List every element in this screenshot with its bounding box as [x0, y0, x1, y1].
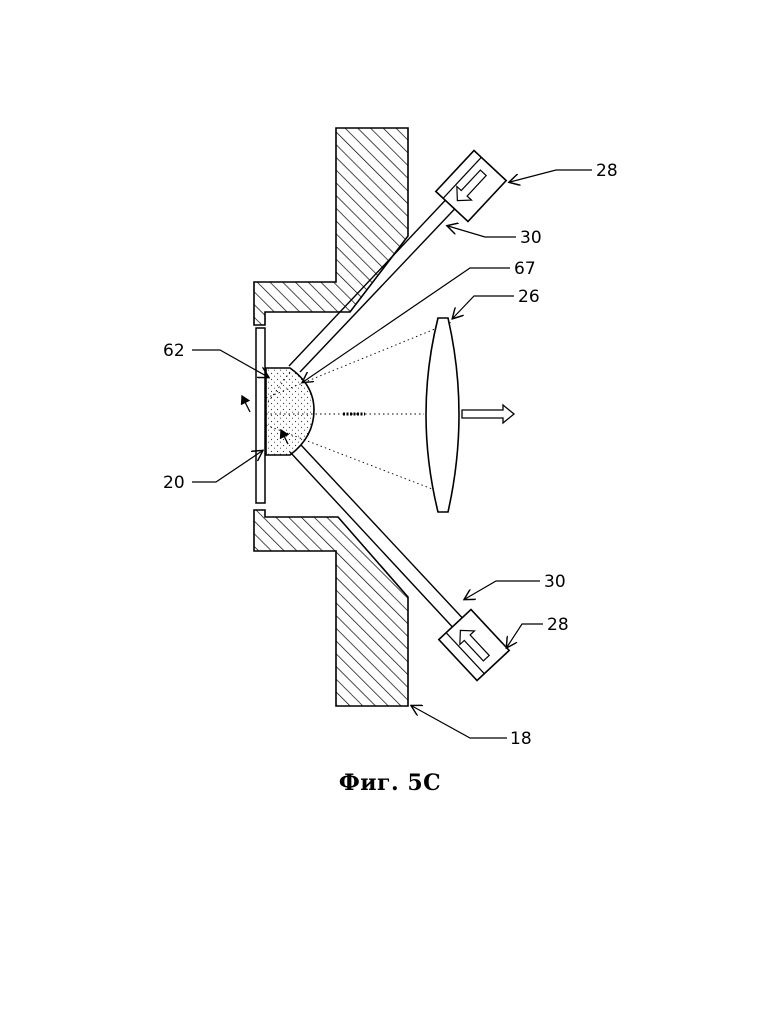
dome [266, 368, 314, 455]
label-lens: 26 [518, 287, 540, 307]
figure-caption: Фиг. 5С [0, 770, 780, 796]
lower-emitter [439, 610, 509, 681]
label-housing: 18 [510, 729, 532, 749]
housing-upper-section [254, 128, 408, 325]
label-window: 20 [163, 473, 185, 493]
housing-lower-section [254, 510, 408, 706]
label-dome: 62 [163, 341, 185, 361]
label-top-fiber: 30 [520, 228, 542, 248]
label-bottom-emitter: 28 [547, 615, 569, 635]
window-plate [256, 328, 265, 503]
label-bottom-fiber: 30 [544, 572, 566, 592]
label-top-emitter: 28 [596, 161, 618, 181]
upper-emitter [436, 151, 506, 222]
lens [426, 318, 459, 512]
label-fiber-junction: 67 [514, 259, 536, 279]
output-arrow-icon [462, 405, 514, 423]
